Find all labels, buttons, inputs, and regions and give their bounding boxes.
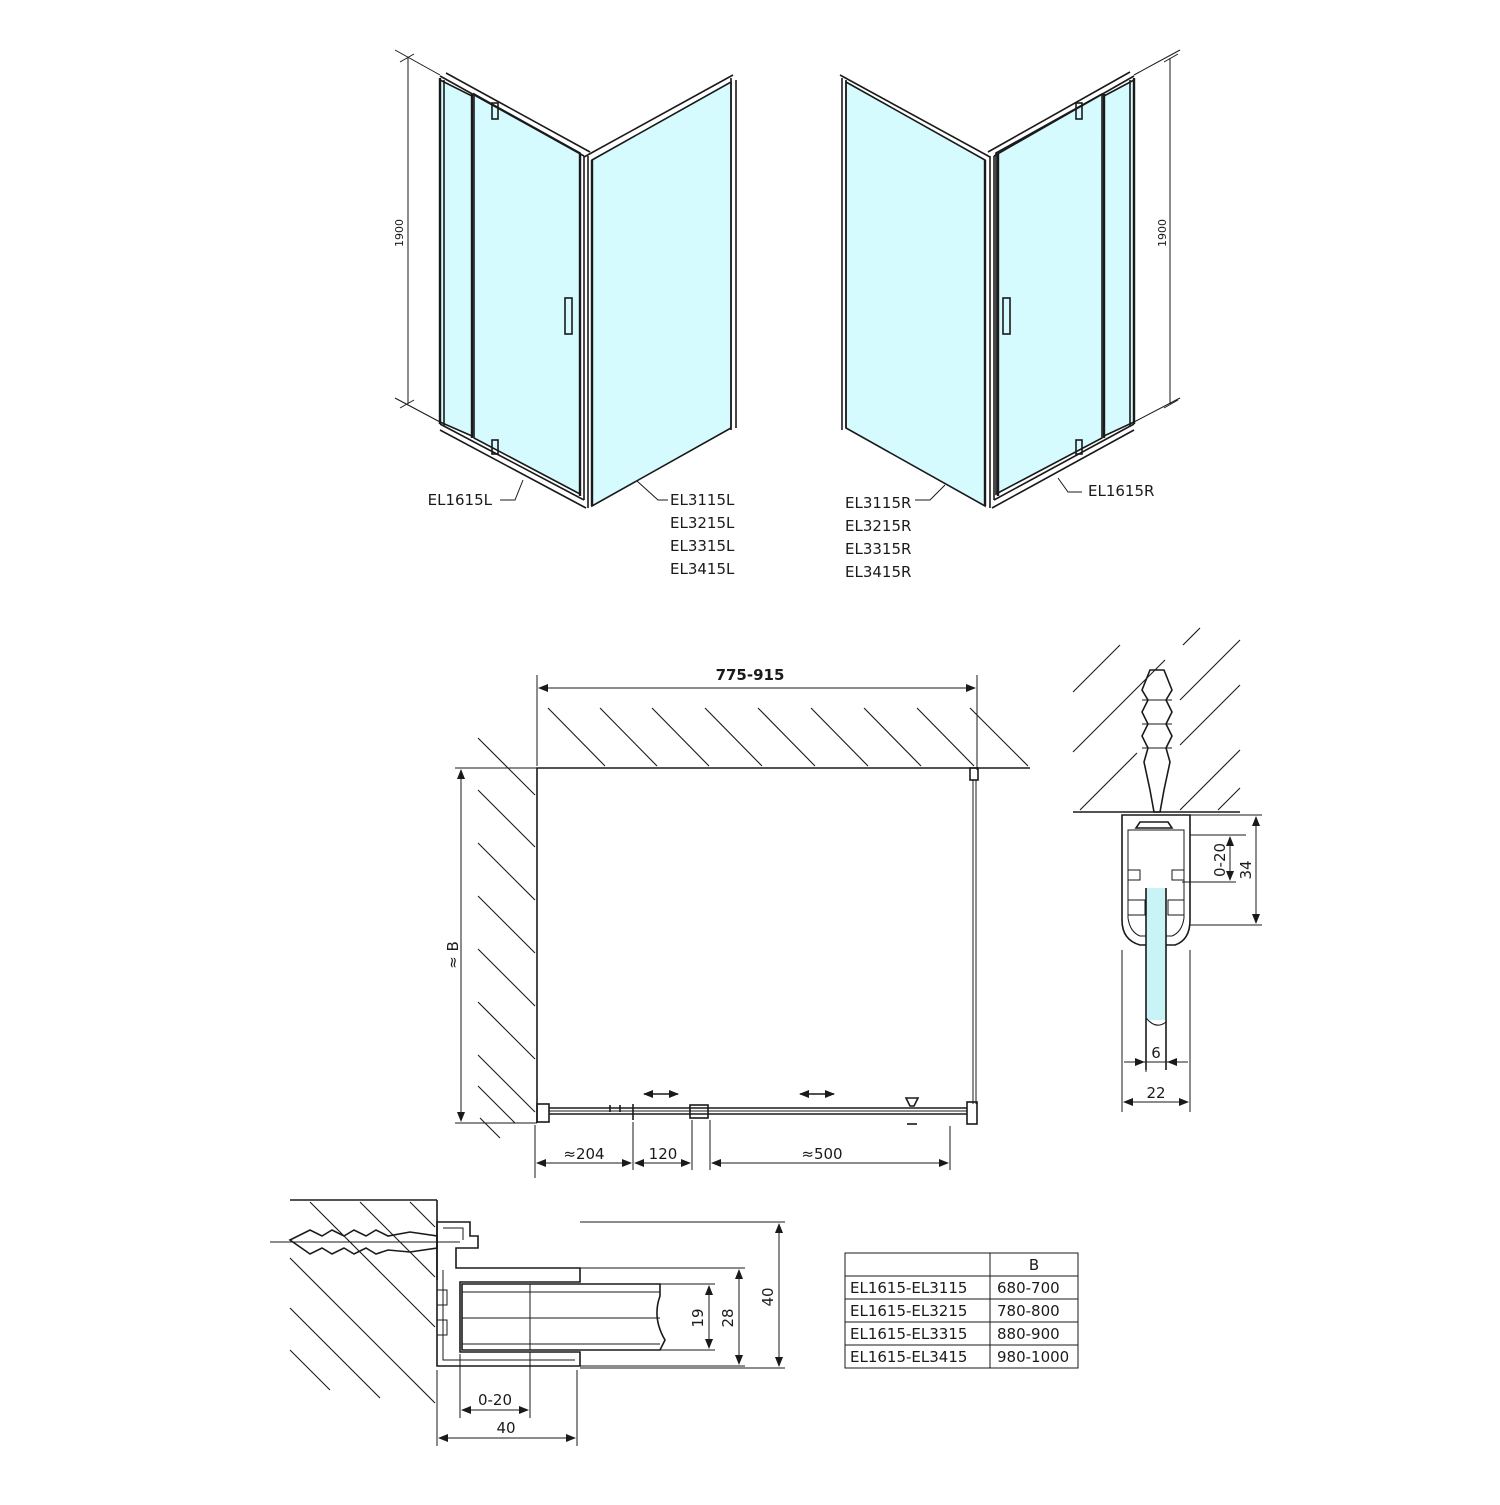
top-wall-hatch [547, 707, 1029, 767]
table-row-1-b: 680-700 [997, 1279, 1060, 1297]
table-header-b: B [1029, 1256, 1039, 1274]
table-row-3-model: EL1615-EL3315 [850, 1325, 967, 1343]
table-row-4-model: EL1615-EL3415 [850, 1348, 967, 1366]
wall-profile [1121, 814, 1191, 946]
table-row-2-model: EL1615-EL3215 [850, 1302, 967, 1320]
plan-depth-dim: ≈ B [444, 941, 462, 969]
left-door-panel [473, 92, 581, 496]
floor-glass-dim: 19 [689, 1308, 707, 1327]
left-wall-code-1: EL3115L [670, 491, 735, 509]
right-wall-code-3: EL3315R [845, 540, 911, 558]
left-wall-code-4: EL3415L [670, 560, 735, 578]
table-row-2-b: 780-800 [997, 1302, 1060, 1320]
left-wall-hatch [477, 737, 536, 1139]
left-door-code: EL1615L [428, 491, 493, 509]
left-iso-view: 1900 EL1615L EL3115L EL3215L EL3315L EL3… [393, 49, 737, 578]
plan-width-dim: 775-915 [716, 666, 785, 684]
floor-profile-detail: 19 28 40 0-20 40 [270, 1199, 785, 1446]
right-door-code: EL1615R [1088, 482, 1154, 500]
wall-dowel [1141, 669, 1173, 813]
plan-view: 775-915 ≈ B ≈204 120 ≈50 [444, 666, 1030, 1178]
floor-outer-dim: 40 [759, 1287, 777, 1306]
left-height-dim: 1900 [393, 219, 406, 247]
detail-wall-hatch [1072, 627, 1241, 811]
wall-glass-dim: 6 [1151, 1044, 1161, 1062]
floor-wall-hatch [289, 1201, 436, 1404]
wall-adjust-dim: 0-20 [1211, 843, 1229, 877]
left-wall-code-2: EL3215L [670, 514, 735, 532]
table-row-4-b: 980-1000 [997, 1348, 1069, 1366]
floor-width-dim: 40 [496, 1419, 515, 1437]
right-height-dim: 1900 [1156, 219, 1169, 247]
right-iso-view: 1900 EL1615R EL3115R EL3215R EL3315R EL3… [839, 49, 1181, 581]
size-table: B EL1615-EL3115 680-700 EL1615-EL3215 78… [844, 1252, 1079, 1369]
right-wall-code-1: EL3115R [845, 494, 911, 512]
plan-seg2-dim: 120 [649, 1145, 678, 1163]
left-door-handle [564, 297, 573, 335]
right-side-panel [845, 80, 986, 508]
right-wall-code-4: EL3415R [845, 563, 911, 581]
right-door-panel [995, 92, 1103, 496]
wall-glass [1146, 888, 1166, 1020]
right-door-handle [1002, 297, 1011, 335]
wall-width-dim: 22 [1146, 1084, 1165, 1102]
floor-adjust-dim: 0-20 [478, 1391, 512, 1409]
left-wall-code-3: EL3315L [670, 537, 735, 555]
right-wall-code-2: EL3215R [845, 517, 911, 535]
left-side-panel [591, 80, 732, 508]
table-row-1-model: EL1615-EL3115 [850, 1279, 967, 1297]
plan-seg3-dim: ≈500 [801, 1145, 842, 1163]
table-row-3-b: 880-900 [997, 1325, 1060, 1343]
floor-inner-dim: 28 [719, 1308, 737, 1327]
plan-seg1-dim: ≈204 [563, 1145, 604, 1163]
wall-depth-dim: 34 [1237, 860, 1255, 879]
wall-profile-detail: 0-20 34 6 22 [1072, 627, 1262, 1112]
